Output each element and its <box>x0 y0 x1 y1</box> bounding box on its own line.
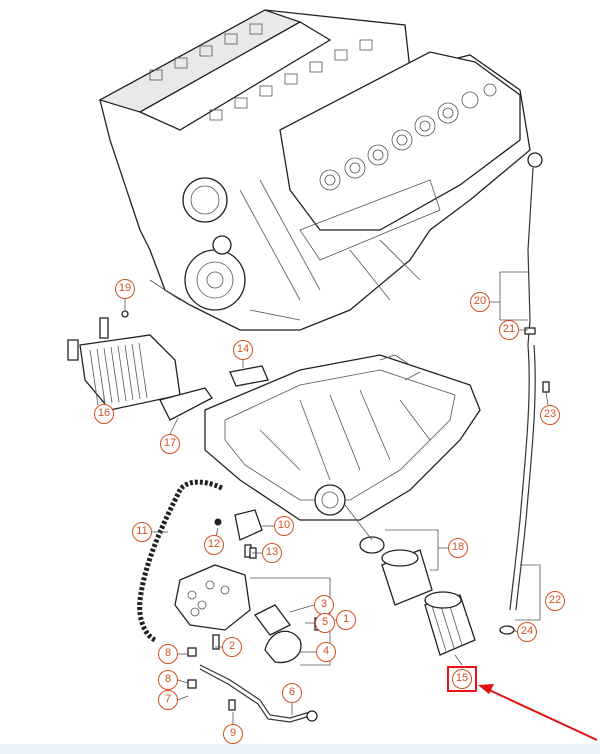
callout-24[interactable]: 24 <box>517 622 537 642</box>
callout-1[interactable]: 1 <box>336 610 356 630</box>
callout-7[interactable]: 7 <box>158 690 178 710</box>
callout-14[interactable]: 14 <box>233 340 253 360</box>
callout-8-upper[interactable]: 8 <box>158 644 178 664</box>
callout-15[interactable]: 15 <box>452 669 472 689</box>
callout-3[interactable]: 3 <box>314 595 334 615</box>
oil-pipe-6 <box>199 664 311 719</box>
highlight-box <box>447 666 477 692</box>
engine-block <box>98 9 531 331</box>
callout-8-lower[interactable]: 8 <box>158 670 178 690</box>
callout-11[interactable]: 11 <box>132 522 152 542</box>
callout-9[interactable]: 9 <box>223 724 243 744</box>
oil-pan <box>204 354 481 521</box>
callout-19[interactable]: 19 <box>115 279 135 299</box>
gasket-17 <box>159 387 213 421</box>
callout-13[interactable]: 13 <box>262 543 282 563</box>
callout-20[interactable]: 20 <box>470 292 490 312</box>
callout-12[interactable]: 12 <box>204 535 224 555</box>
bottom-strip <box>0 744 600 754</box>
callout-16[interactable]: 16 <box>94 404 114 424</box>
gasket-14 <box>229 365 269 387</box>
dipstick-assembly <box>499 152 550 635</box>
pickup-4 <box>264 630 302 664</box>
callout-23[interactable]: 23 <box>540 405 560 425</box>
callout-10[interactable]: 10 <box>274 516 294 536</box>
callout-17[interactable]: 17 <box>160 434 180 454</box>
oil-cooler <box>67 310 181 411</box>
callout-18[interactable]: 18 <box>448 538 468 558</box>
belt-11 <box>137 479 224 643</box>
callout-21[interactable]: 21 <box>499 320 519 340</box>
callout-5[interactable]: 5 <box>315 613 335 633</box>
oil-pump <box>174 509 263 631</box>
highlight-arrow <box>478 684 598 741</box>
callout-6[interactable]: 6 <box>282 683 302 703</box>
callout-4[interactable]: 4 <box>316 642 336 662</box>
oil-filter-assembly <box>344 504 476 656</box>
callout-22[interactable]: 22 <box>545 591 565 611</box>
callout-2[interactable]: 2 <box>222 637 242 657</box>
